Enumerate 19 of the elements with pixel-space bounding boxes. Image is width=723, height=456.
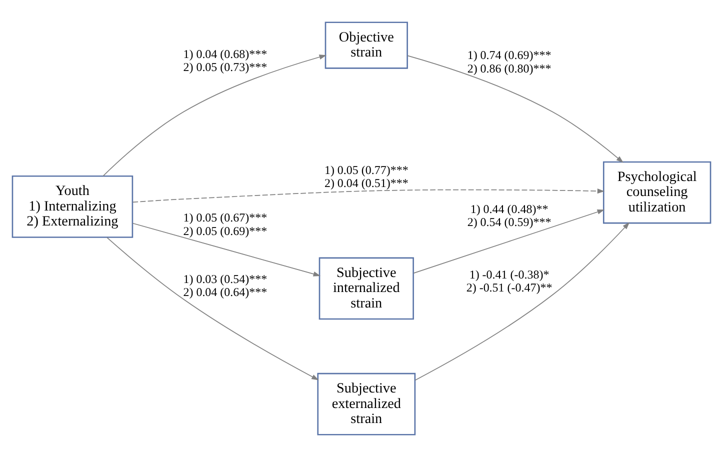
edge-label: 1) 0.44 (0.48)** 2) 0.54 (0.59)***: [467, 202, 552, 229]
node-box: Subjective internalized strain: [318, 256, 414, 320]
node-box: Objective strain: [324, 21, 408, 68]
node-box: Youth 1) Internalizing 2) Externalizing: [12, 175, 134, 238]
arrow: [413, 209, 605, 274]
arrow: [132, 188, 605, 202]
edge-label: 1) 0.74 (0.69)*** 2) 0.86 (0.80)***: [467, 48, 552, 75]
arrow: [102, 54, 327, 176]
edge-label: 1) 0.03 (0.54)*** 2) 0.04 (0.64)***: [183, 271, 268, 298]
edge-label: 1) 0.05 (0.67)*** 2) 0.05 (0.69)***: [183, 210, 268, 238]
arrow: [414, 222, 630, 380]
node-box: Subjective externalized strain: [317, 372, 416, 435]
node-box: Psychological counseling utilization: [602, 160, 712, 224]
arrow: [106, 236, 319, 380]
arrow: [407, 54, 624, 162]
edge-label: 1) -0.41 (-0.38)* 2) -0.51 (-0.47)**: [466, 266, 552, 294]
arrow: [132, 222, 321, 276]
edge-label: 1) 0.05 (0.77)*** 2) 0.04 (0.51)***: [324, 162, 408, 190]
edge-label: 1) 0.04 (0.68)*** 2) 0.05 (0.73)***: [183, 46, 268, 74]
